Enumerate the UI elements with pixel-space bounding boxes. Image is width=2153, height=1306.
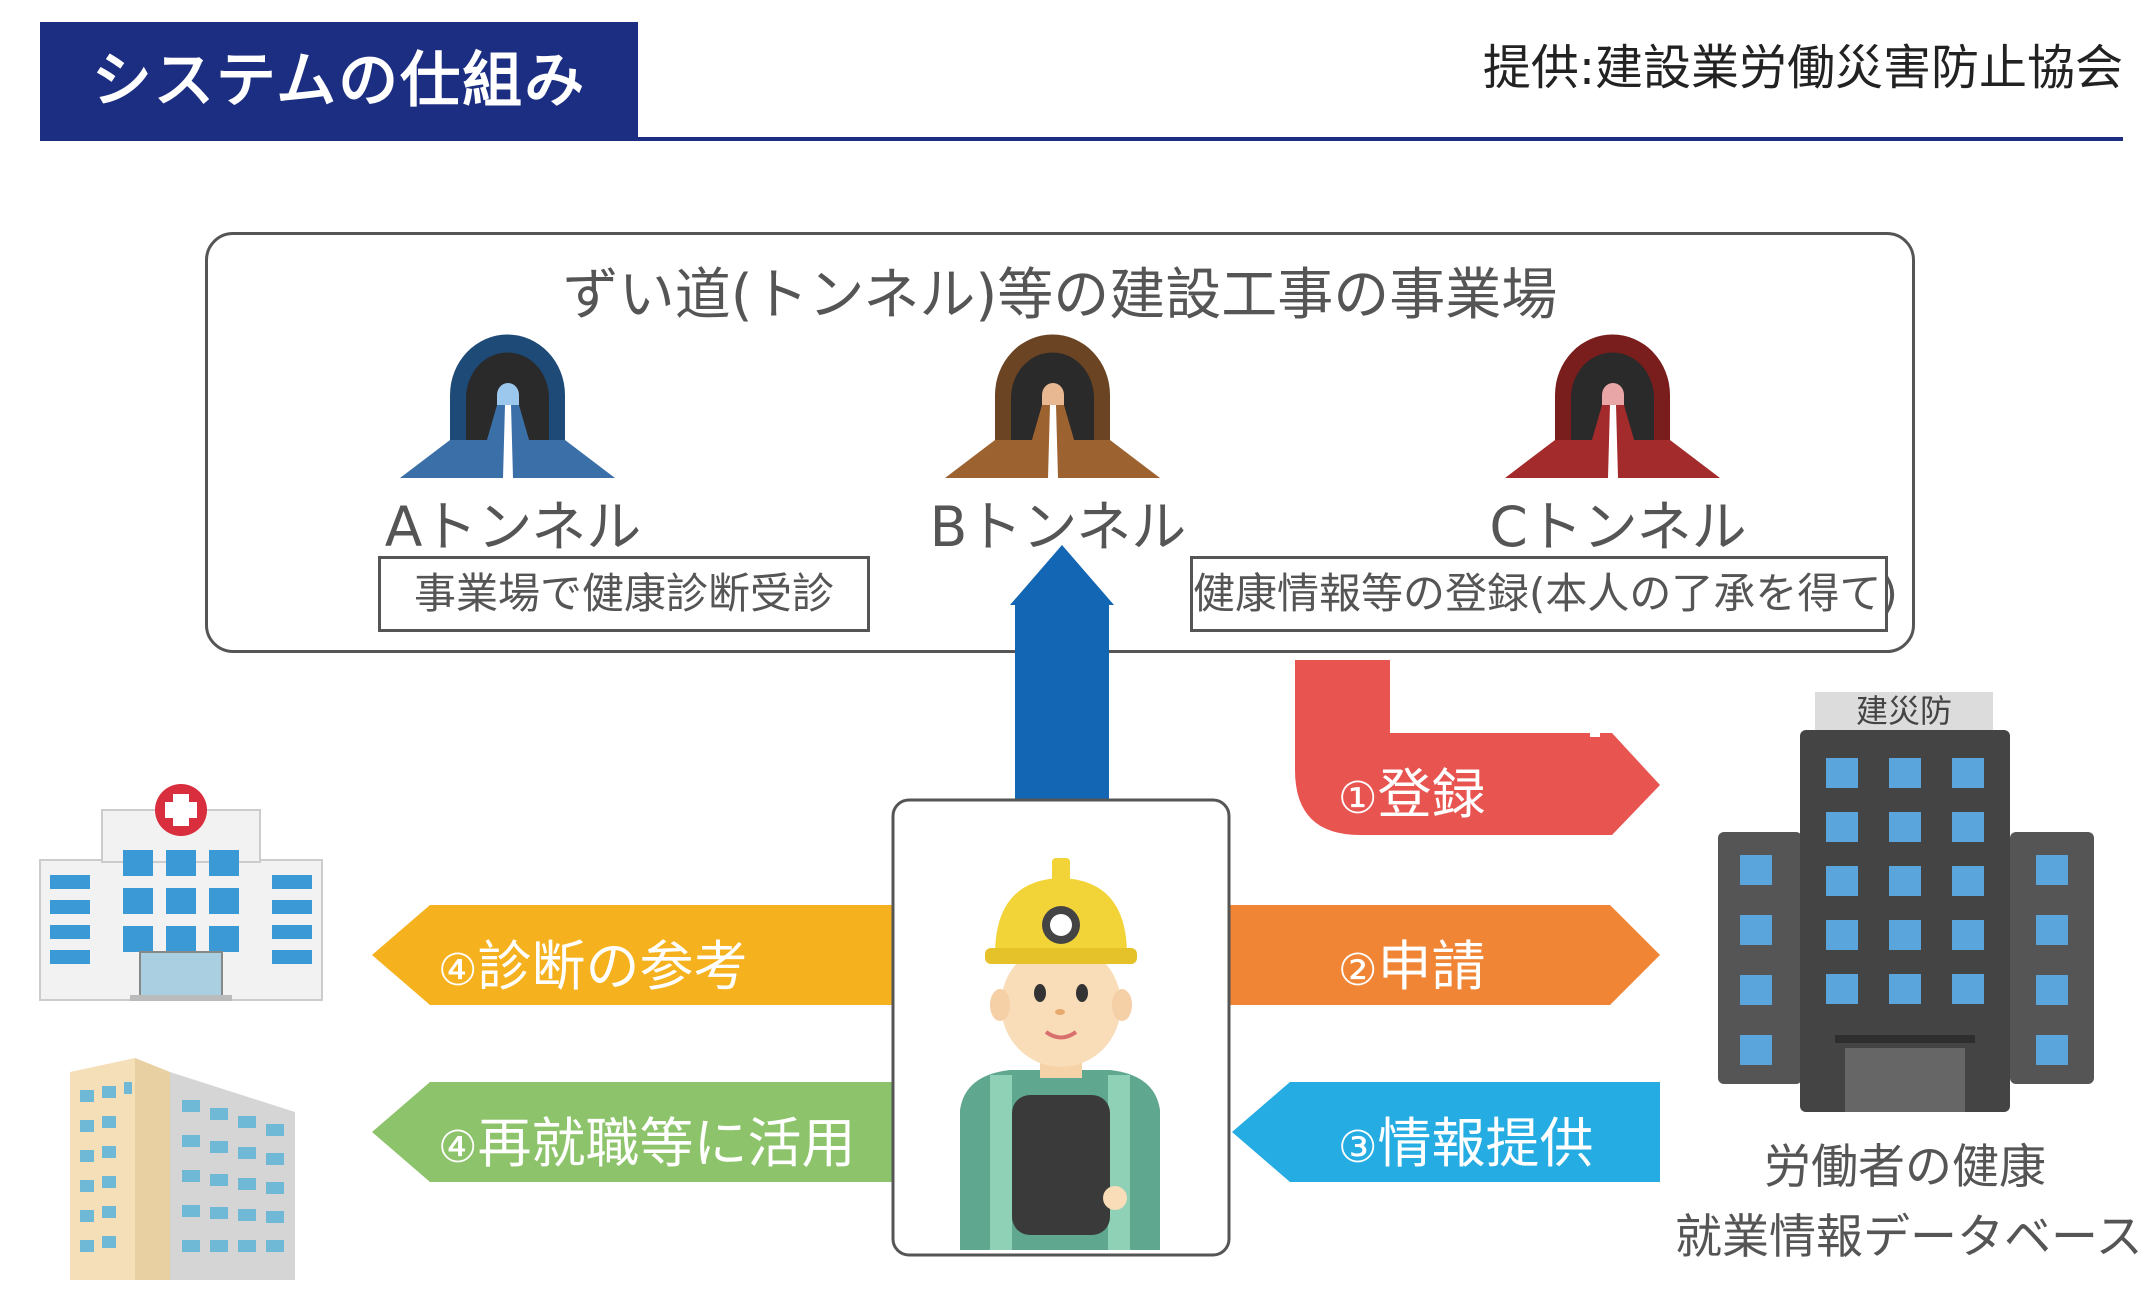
register-text: 登録 — [1377, 763, 1486, 826]
apply-text: 申請 — [1377, 935, 1486, 998]
provide-arrow-label: ③情報提供 — [1338, 1099, 1593, 1178]
tunnel-c-label: Cトンネル — [1489, 495, 1747, 559]
apply-arrow-label: ②申請 — [1338, 922, 1485, 1001]
register-arrow-label: ①登録 — [1338, 750, 1485, 829]
apply-arrow — [1228, 905, 1660, 1005]
page-title: システムの仕組み — [91, 46, 587, 116]
tunnel-b-icon — [945, 334, 1160, 478]
reemploy-arrow — [372, 1082, 893, 1182]
provide-num: ③ — [1338, 1122, 1378, 1173]
reemploy-num: ④ — [438, 1122, 478, 1173]
tunnel-a-label: Aトンネル — [384, 495, 642, 559]
provide-text: 情報提供 — [1377, 1112, 1594, 1175]
reemploy-arrow-label: ④再就職等に活用 — [438, 1099, 855, 1178]
diagnosis-text: 診断の参考 — [477, 935, 748, 998]
database-label-line1: 労働者の健康 — [1764, 1140, 2046, 1195]
construction-site-title: ずい道(トンネル)等の建設工事の事業場 — [562, 263, 1558, 328]
diagnosis-num: ④ — [438, 945, 478, 996]
hospital-icon — [39, 784, 323, 1001]
office-building-icon — [70, 1058, 295, 1280]
provide-arrow — [1232, 1082, 1660, 1182]
database-badge: 建災防 — [1855, 692, 1952, 730]
title-banner — [40, 22, 638, 140]
health-checkup-box: 事業場で健康診断受診 — [378, 556, 870, 632]
title-underline — [40, 137, 2123, 141]
tunnel-b-label: Bトンネル — [929, 495, 1187, 559]
reemploy-text: 再就職等に活用 — [477, 1112, 856, 1175]
up-arrow — [1010, 545, 1114, 800]
tunnel-a-icon — [400, 334, 615, 478]
register-arrow — [1295, 660, 1660, 835]
diagnosis-arrow — [372, 905, 893, 1005]
worker-illustration — [891, 798, 1231, 1257]
tunnel-c-icon — [1505, 334, 1720, 478]
database-label-line2: 就業情報データベース — [1675, 1210, 2143, 1265]
credit-text: 提供:建設業労働災害防止協会 — [1482, 40, 2123, 96]
register-num: ① — [1338, 773, 1378, 824]
database-building-icon — [1718, 692, 2094, 1112]
diagnosis-arrow-label: ④診断の参考 — [438, 922, 747, 1001]
apply-num: ② — [1338, 945, 1378, 996]
health-registration-box: 健康情報等の登録(本人の了承を得て) — [1190, 556, 1898, 632]
